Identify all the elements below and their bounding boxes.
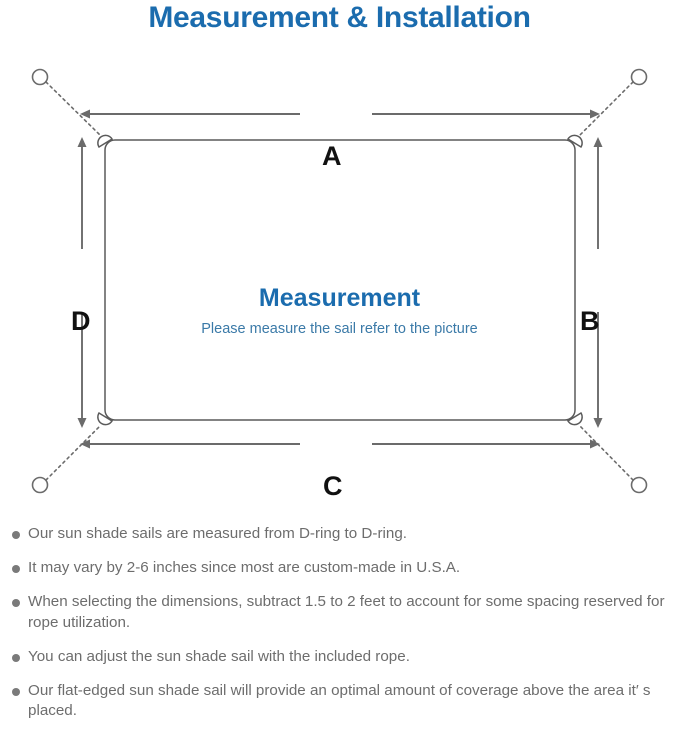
d-ring-top-left — [97, 134, 114, 149]
d-ring-bottom-left — [97, 411, 114, 426]
list-item-text: It may vary by 2-6 inches since most are… — [28, 559, 461, 577]
anchor-circle-top-right — [630, 68, 648, 86]
dimension-label-d: D — [71, 306, 91, 336]
sun-shade-sail-measurement-diagram: Measurement Please measure the sail refe… — [0, 44, 679, 514]
anchor-points-group — [31, 68, 648, 494]
dimension-label-b: B — [580, 306, 600, 336]
rope-line-top-right — [578, 81, 634, 137]
d-ring-bottom-right — [566, 411, 583, 426]
anchor-circle-top-left — [31, 68, 49, 86]
bullet-icon — [12, 653, 20, 662]
anchor-circle-bottom-right — [630, 476, 648, 494]
list-item: You can adjust the sun shade sail with t… — [0, 647, 679, 667]
rope-lines-group — [45, 81, 634, 481]
sail-center-title: Measurement — [258, 284, 421, 312]
anchor-circle-bottom-left — [31, 476, 49, 494]
list-item-text: Our sun shade sails are measured from D-… — [28, 525, 407, 542]
list-item-text: You can adjust the sun shade sail with t… — [28, 647, 410, 665]
diagram-svg — [31, 68, 648, 494]
list-item: Our sun shade sails are measured from D-… — [0, 524, 679, 544]
rope-line-bottom-left — [45, 424, 102, 481]
dimension-label-c: C — [323, 471, 343, 501]
list-item: Our flat-edged sun shade sail will provi… — [0, 681, 679, 721]
notes-list: Our sun shade sails are measured from D-… — [0, 524, 679, 736]
list-item: It may vary by 2-6 inches since most are… — [0, 558, 679, 578]
list-item-text: When selecting the dimensions, subtract … — [28, 593, 665, 631]
list-item-text: Our flat-edged sun shade sail will provi… — [28, 682, 651, 720]
bullet-icon — [12, 565, 20, 574]
page-title: Measurement & Installation — [148, 1, 531, 34]
list-item: When selecting the dimensions, subtract … — [0, 592, 679, 632]
d-rings-group — [97, 134, 583, 426]
dimension-label-a: A — [322, 141, 342, 171]
sail-body — [104, 139, 576, 421]
d-ring-top-right — [566, 134, 583, 149]
sail-center-subtitle: Please measure the sail refer to the pic… — [201, 321, 478, 337]
bullet-icon — [12, 688, 20, 697]
rope-line-top-left — [45, 81, 102, 137]
rope-line-bottom-right — [578, 424, 634, 481]
bullet-icon — [12, 531, 20, 539]
bullet-icon — [12, 599, 20, 608]
